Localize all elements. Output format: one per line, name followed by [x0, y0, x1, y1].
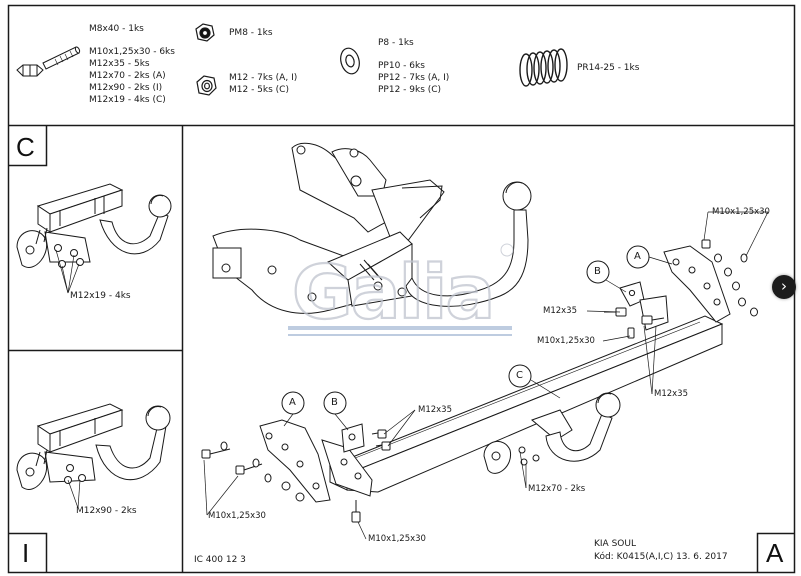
svg-text:Galia: Galia: [292, 250, 493, 336]
callout-m10-bottom: M10x1,25x30: [368, 534, 426, 544]
flange-nut-icon: [195, 23, 215, 42]
box-a: [756, 532, 795, 572]
tow-ball-neck: [483, 392, 621, 474]
variant-a-letter: A: [766, 538, 784, 568]
box-i: [8, 532, 48, 572]
next-page-button[interactable]: ›: [772, 275, 796, 299]
part-b-right-label: B: [594, 266, 601, 277]
variant-i-callout: M12x90 - 2ks: [76, 506, 137, 516]
bolt-size-m10: M10x1,25x30 - 6ks: [89, 47, 175, 57]
bolt-size-m12x70: M12x70 - 2ks (A): [89, 71, 166, 81]
washer-p8-label: P8 - 1ks: [378, 38, 414, 48]
callout-m12x70: M12x70 - 2ks: [528, 484, 586, 494]
galia-watermark: Galia: [288, 243, 514, 337]
variant-i-letter: I: [22, 538, 30, 568]
callout-m12x35-upper: M12x35: [543, 306, 577, 316]
vehicle-name: KIA SOUL: [594, 539, 636, 549]
variant-c-callout: M12x19 - 4ks: [70, 291, 131, 301]
chevron-right-icon: ›: [781, 277, 787, 295]
bracket-left-a: [259, 419, 331, 503]
callout-m10-left: M10x1,25x30: [208, 511, 266, 521]
variant-c-leaders: [55, 249, 80, 294]
callout-m10-mid: M10x1,25x30: [537, 336, 595, 346]
part-a-left-label: A: [289, 397, 296, 408]
drawing-number: IC 400 12 3: [194, 555, 246, 565]
variant-c-letter: C: [16, 132, 35, 162]
bolt-size-m8x40: M8x40 - 1ks: [89, 24, 144, 34]
bracket-right-a: [663, 245, 731, 323]
bolt-size-m12x90: M12x90 - 2ks (I): [89, 83, 163, 93]
box-c: [8, 125, 48, 167]
part-code-date: Kód: K0415(A,I,C) 13. 6. 2017: [594, 552, 728, 562]
part-c-label: C: [516, 370, 523, 381]
assembled-towbar: [212, 142, 532, 314]
washer-pp12-c-label: PP12 - 9ks (C): [378, 85, 442, 95]
nut-m12-label-ai: M12 - 7ks (A, I): [229, 73, 298, 83]
left-fasteners: [201, 239, 758, 523]
bolt-size-m12x35: M12x35 - 5ks: [89, 59, 150, 69]
variant-c-towbar: [16, 183, 172, 268]
spring-washer-icon: [519, 48, 568, 87]
variant-i-leaders: [67, 479, 81, 509]
nut-pm8-label: PM8 - 1ks: [229, 28, 273, 38]
bolt-size-m12x19: M12x19 - 4ks (C): [89, 95, 166, 105]
part-a-right-label: A: [634, 251, 641, 262]
callout-m12x35-right: M12x35: [654, 389, 688, 399]
washer-icon: [340, 47, 360, 75]
nut-m12-label-c: M12 - 5ks (C): [229, 85, 289, 95]
callout-m12x35-left: M12x35: [418, 405, 452, 415]
callout-m10-top: M10x1,25x30: [712, 207, 770, 217]
part-b-left-label: B: [331, 397, 338, 408]
bracket-left-b: [321, 423, 373, 497]
washer-pp12-ai-label: PP12 - 7ks (A, I): [378, 73, 450, 83]
variant-i-towbar: [16, 403, 171, 490]
hex-nut-icon: [196, 75, 217, 96]
washer-pp10-label: PP10 - 6ks: [378, 61, 425, 71]
leader-lines: [203, 211, 769, 540]
spring-washer-label: PR14-25 - 1ks: [577, 63, 640, 73]
bolt-icon: [16, 46, 81, 77]
